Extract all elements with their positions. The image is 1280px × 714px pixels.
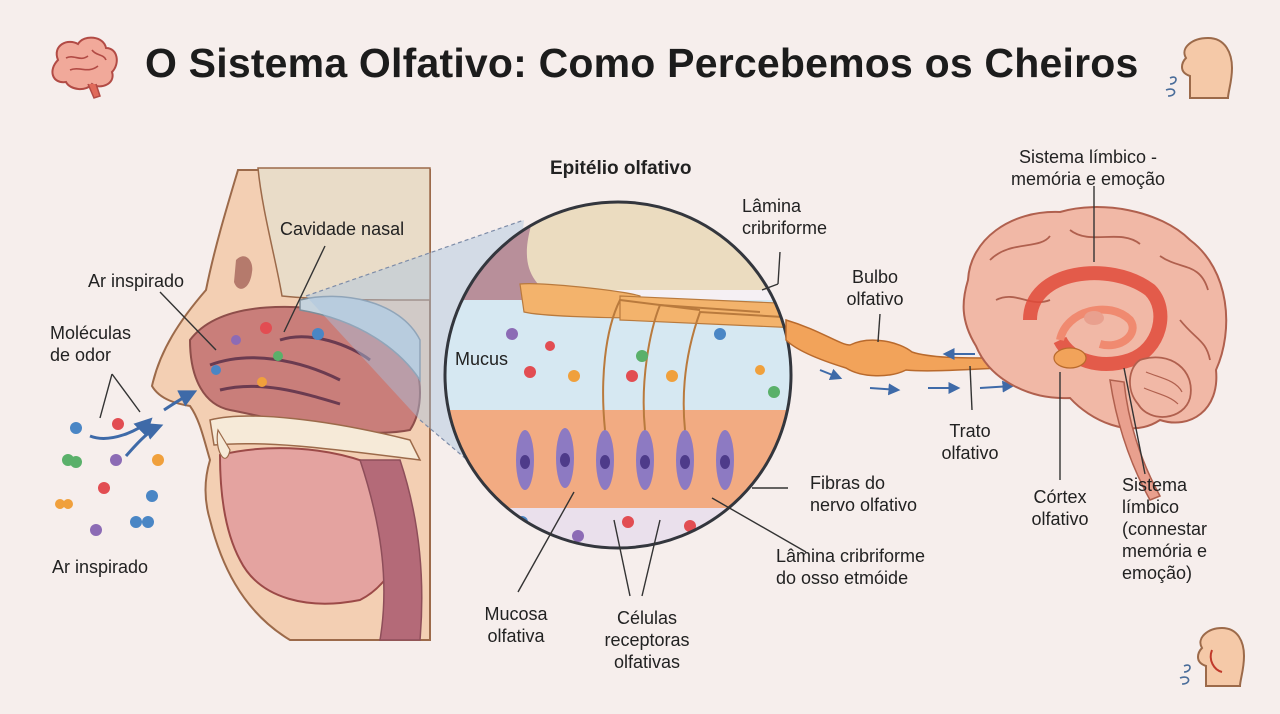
epithelium-closeup	[443, 200, 793, 550]
label-olfactory-mucosa: Mucosa olfativa	[474, 603, 558, 647]
label-limbic-system-top: Sistema límbico - memória e emoção	[1000, 146, 1176, 190]
label-line: memória e emoção	[1010, 169, 1166, 189]
label-mucus: Mucus	[455, 349, 509, 369]
label-line: Lâmina cribriforme	[776, 546, 926, 566]
tract-arrow	[819, 348, 1015, 396]
label-line: receptoras	[604, 630, 690, 650]
label-line: nervo olfativo	[810, 495, 918, 515]
odor-molecule	[55, 418, 164, 536]
label-line: cribriforme	[742, 218, 828, 238]
label-line: Moléculas	[50, 323, 132, 343]
label-line: olfativo	[941, 443, 999, 463]
label-line: olfativo	[1031, 509, 1089, 529]
label-line: olfativas	[613, 652, 681, 672]
label-ethmoid-plate: Lâmina cribriforme do osso etmóide	[776, 545, 925, 589]
label-olfactory-epithelium: Epitélio olfativo	[550, 158, 692, 179]
label-limbic-system-bottom: Sistema límbico (connestar memória e emo…	[1122, 474, 1207, 584]
olfactory-receptor-neuron	[516, 428, 734, 490]
label-line: emoção)	[1122, 563, 1193, 583]
label-odor-molecules: Moléculas de odor	[50, 322, 131, 366]
label-line: (connestar	[1122, 519, 1208, 539]
label-air-inhaled-bottom: Ar inspirado	[52, 557, 149, 577]
label-air-inhaled: Ar inspirado	[88, 271, 185, 291]
label-line: Córtex	[1033, 487, 1087, 507]
label-line: de odor	[50, 345, 112, 365]
label-line: Fibras do	[810, 473, 886, 493]
label-receptor-cells: Células receptoras olfativas	[588, 607, 706, 673]
label-olfactory-tract: Trato olfativo	[930, 420, 1010, 464]
label-olfactory-bulb: Bulbo olfativo	[830, 266, 920, 310]
label-line: Sistema	[1122, 475, 1188, 495]
label-line: Bulbo	[851, 267, 899, 287]
label-line: memória e	[1122, 541, 1208, 561]
label-line: Lâmina	[742, 196, 802, 216]
label-line: olfativa	[487, 626, 545, 646]
brain-illustration	[962, 206, 1228, 501]
label-nasal-cavity: Cavidade nasal	[280, 219, 405, 239]
nerve-fiber	[602, 298, 791, 431]
label-line: Sistema límbico -	[1018, 147, 1158, 167]
label-line: Células	[616, 608, 678, 628]
face-breathing-icon	[1165, 36, 1234, 99]
label-nerve-fibers: Fibras do nervo olfativo	[810, 472, 917, 516]
airflow-arrow	[89, 390, 198, 457]
label-line: límbico	[1122, 497, 1180, 517]
label-cribriform-plate: Lâmina cribriforme	[742, 195, 827, 239]
label-olfactory-cortex: Córtex olfativo	[1020, 486, 1100, 530]
brain-icon	[51, 36, 118, 99]
label-line: olfativo	[846, 289, 904, 309]
label-line: Mucosa	[484, 604, 548, 624]
face-breathing-icon	[1179, 626, 1246, 687]
head-section	[150, 167, 431, 641]
leader-line	[99, 186, 1146, 597]
odor-molecule	[211, 322, 324, 387]
label-line: Trato	[949, 421, 991, 441]
label-line: do osso etmóide	[776, 568, 909, 588]
page-title: O Sistema Olfativo: Como Percebemos os C…	[145, 40, 1139, 86]
